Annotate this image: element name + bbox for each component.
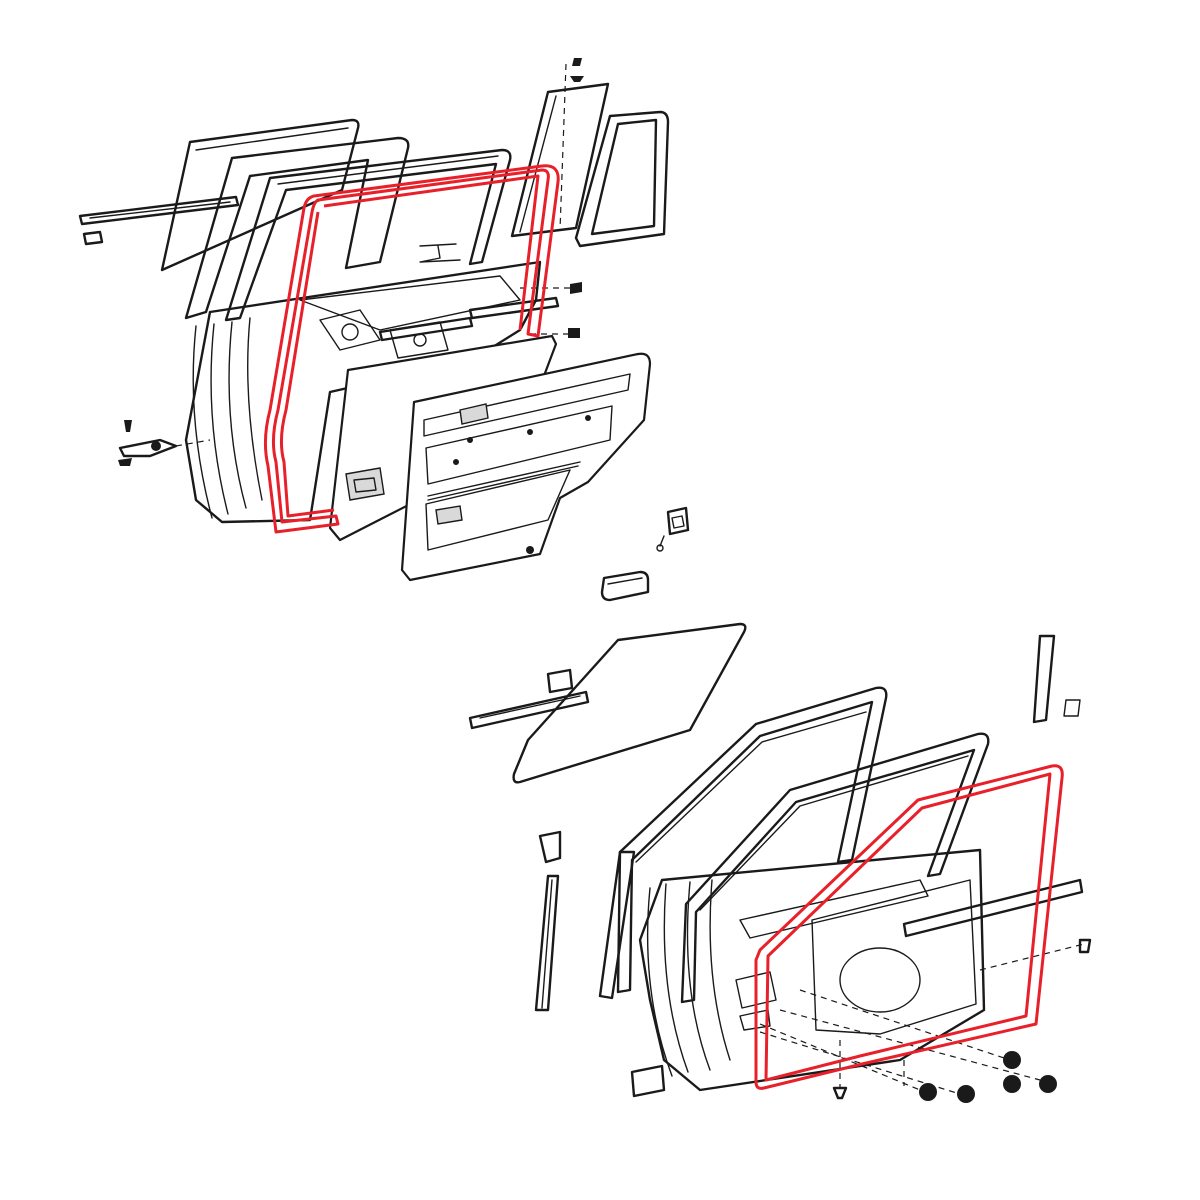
rear-belt-molding (78, 195, 240, 226)
front-outer-handle (630, 1064, 666, 1098)
front-rear-sash (1032, 634, 1056, 724)
front-mirror-nut (1063, 699, 1081, 717)
front-door-assembly (468, 622, 1092, 1103)
front-door-sash-outer (616, 686, 888, 994)
front-molding-clip (546, 668, 574, 694)
front-door-shell (638, 848, 986, 1092)
rear-inside-handle-bezel (345, 467, 385, 501)
rear-inner-belt-strip (468, 296, 560, 320)
rear-door-check (118, 420, 211, 466)
rear-glass-run-inner (224, 148, 512, 322)
rear-glass-run-outer (184, 136, 410, 320)
front-belt-molding (468, 690, 590, 730)
front-clips (832, 938, 1092, 1103)
rear-division-bar (510, 82, 610, 238)
rear-ashtray (600, 570, 650, 602)
rear-molding-clip (82, 230, 104, 246)
front-division-bar (534, 830, 562, 1012)
front-inner-panel (735, 879, 977, 1035)
rear-door-assembly (78, 58, 690, 602)
rear-window-regulator (299, 243, 521, 359)
rear-door-shell (184, 260, 542, 524)
rear-door-weatherstrip (263, 164, 560, 534)
front-lower-run-channel (598, 850, 636, 1000)
front-door-weatherstrip (754, 764, 1064, 1090)
front-glass-run (680, 732, 990, 1004)
rear-inner-handle (656, 506, 690, 552)
rear-quarter-glass (574, 110, 670, 248)
rear-door-trim-panel (400, 352, 652, 582)
front-door-glass (512, 622, 747, 784)
front-inner-belt-strip (902, 878, 1084, 938)
